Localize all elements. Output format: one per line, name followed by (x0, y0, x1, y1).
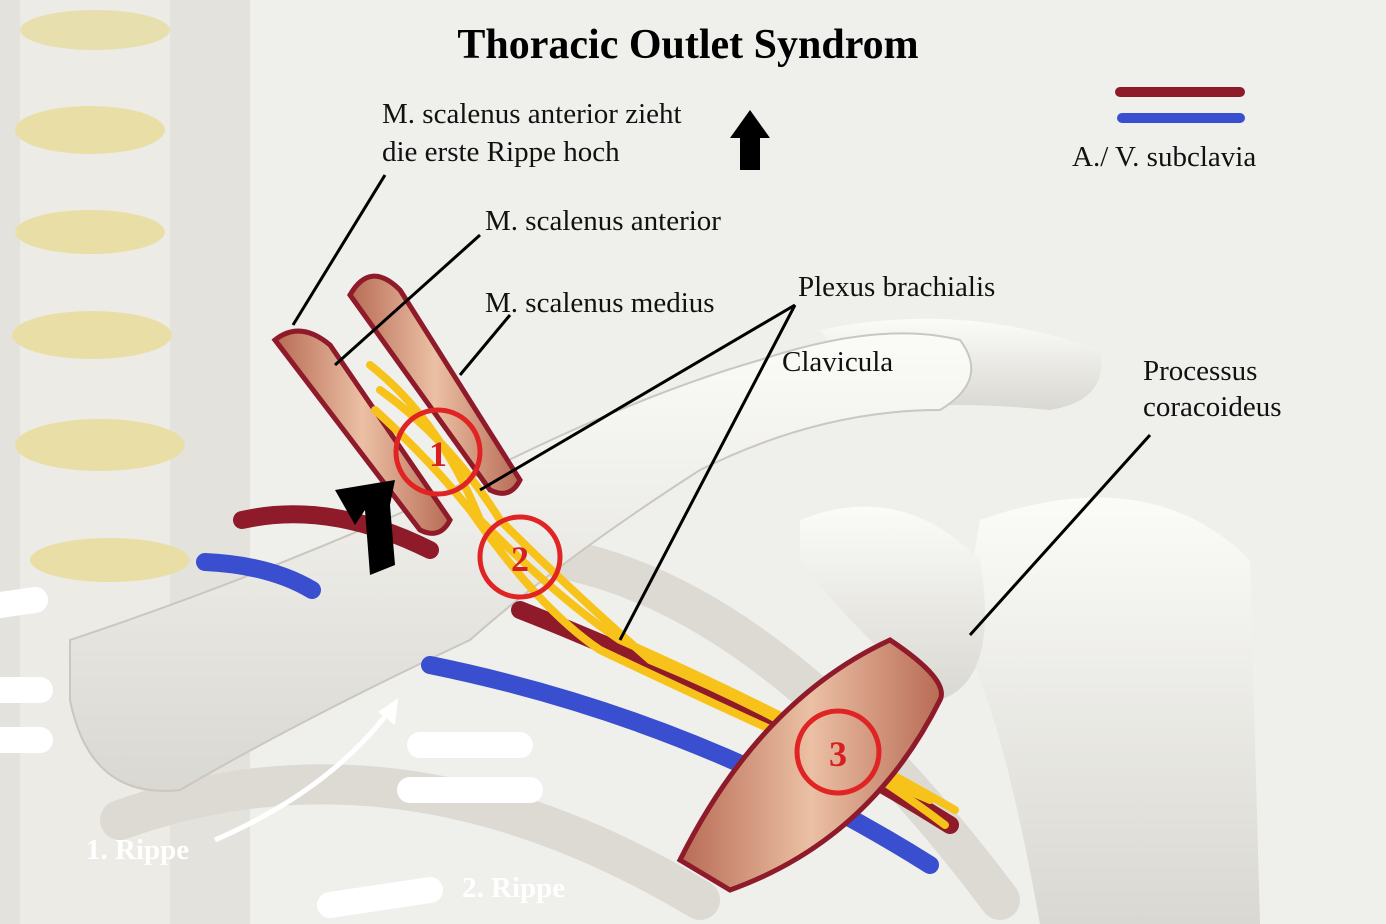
legend-label: A./ V. subclavia (1072, 141, 1256, 173)
compression-site-2: 2 (477, 514, 563, 600)
spine (0, 0, 250, 924)
site-number: 3 (829, 734, 847, 774)
label-scalenus-anterior: M. scalenus anterior (485, 205, 721, 237)
rib-highlights (0, 587, 543, 918)
site-number: 1 (429, 434, 447, 474)
site-number: 2 (511, 539, 529, 579)
label-processus-2: coracoideus (1143, 391, 1282, 423)
rib1-pointer-arrow-icon (214, 698, 398, 843)
compression-site-3: 3 (794, 708, 882, 796)
muscle-pectoralis-minor (676, 637, 944, 893)
rib-lift-arrow-icon (335, 480, 395, 575)
label-processus-1: Processus (1143, 355, 1257, 387)
label-rib-1: 1. Rippe (86, 834, 189, 866)
label-clavicula: Clavicula (782, 346, 893, 378)
subclavian-vein (196, 553, 939, 874)
label-plexus-brachialis: Plexus brachialis (798, 271, 995, 303)
label-rib-2: 2. Rippe (462, 872, 565, 904)
compression-site-1: 1 (393, 407, 483, 497)
label-scalenus-medius: M. scalenus medius (485, 287, 715, 319)
leader-lines (291, 174, 1152, 641)
up-arrow-icon (730, 110, 770, 170)
label-scalenus-pull-1: M. scalenus anterior zieht (382, 98, 682, 130)
label-scalenus-pull-2: die erste Rippe hoch (382, 136, 620, 168)
diagram-title: Thoracic Outlet Syndrom (457, 22, 918, 68)
